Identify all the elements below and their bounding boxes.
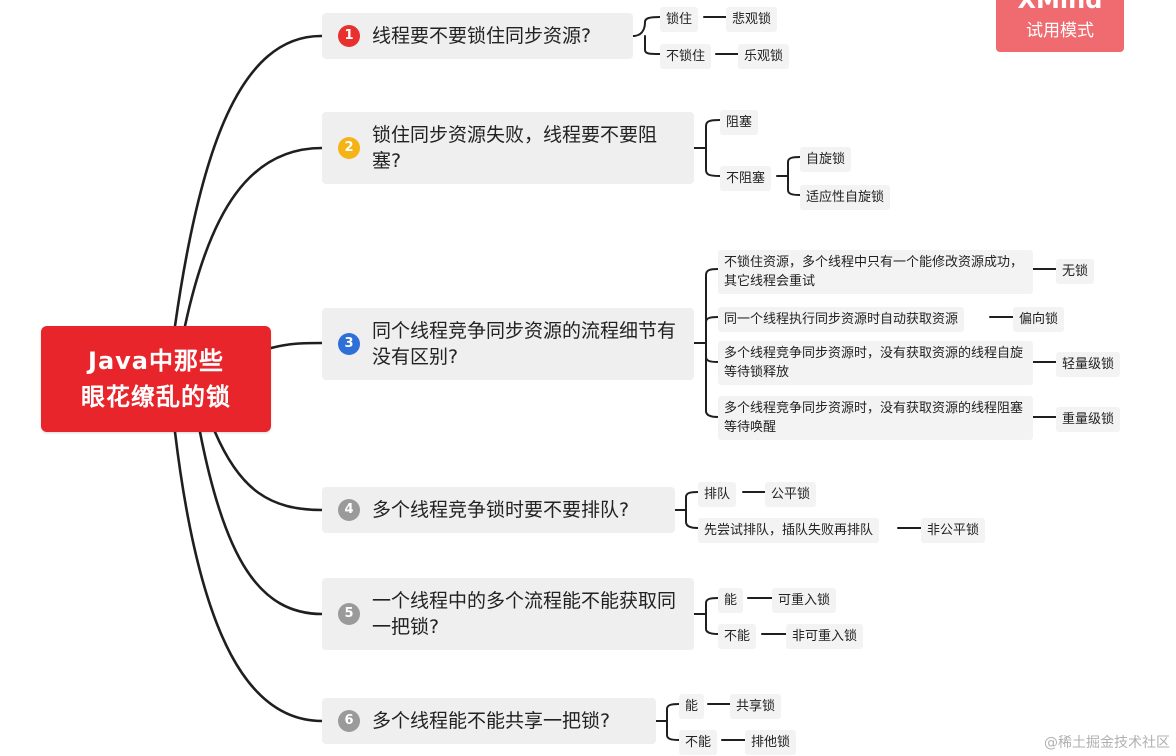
number-badge-3: 3 [338, 333, 360, 355]
q4-result-2[interactable]: 非公平锁 [921, 518, 986, 543]
topic-q2[interactable]: 2 锁住同步资源失败，线程要不要阻塞? [322, 112, 694, 184]
connector-q5-brace [693, 597, 719, 635]
q3-answer-3[interactable]: 多个线程竞争同步资源时，没有获取资源的线程自旋等待锁释放 [718, 341, 1033, 385]
q1-answer-1[interactable]: 锁住 [660, 7, 699, 32]
topic-q4[interactable]: 4 多个线程竞争锁时要不要排队? [322, 487, 675, 533]
connector-root-q6 [173, 430, 324, 723]
number-badge-1: 1 [338, 25, 360, 47]
q3-result-1[interactable]: 无锁 [1056, 259, 1095, 284]
root-topic-line2: 眼花缭乱的锁 [81, 383, 231, 411]
q5-answer-2[interactable]: 不能 [718, 624, 757, 649]
watermark-mode: 试用模式 [1026, 21, 1094, 41]
topic-q6[interactable]: 6 多个线程能不能共享一把锁? [322, 698, 656, 744]
number-badge-6: 6 [338, 710, 360, 732]
topic-q1-text: 线程要不要锁住同步资源? [372, 25, 592, 47]
footer-credit: @稀土掘金技术社区 [1044, 735, 1170, 751]
q1-answer-2[interactable]: 不锁住 [660, 44, 712, 69]
topic-q3-text: 同个线程竞争同步资源的流程细节有没有区别? [372, 320, 677, 368]
q5-result-2[interactable]: 非可重入锁 [786, 624, 864, 649]
q2-answer-2[interactable]: 不阻塞 [720, 166, 772, 191]
q6-answer-2[interactable]: 不能 [679, 730, 718, 755]
topic-q1[interactable]: 1 线程要不要锁住同步资源? [322, 13, 633, 59]
watermark-brand: XMind [1017, 0, 1103, 14]
q5-result-1[interactable]: 可重入锁 [772, 588, 837, 613]
connector-root-q2 [183, 146, 324, 328]
root-topic[interactable]: Java中那些 眼花缭乱的锁 [41, 326, 271, 432]
topic-q5-text: 一个线程中的多个流程能不能获取同一把锁? [372, 590, 677, 638]
connector-q2-brace [693, 119, 721, 177]
q1-result-1[interactable]: 悲观锁 [726, 7, 778, 32]
root-topic-line1: Java中那些 [88, 347, 224, 375]
topic-q6-text: 多个线程能不能共享一把锁? [372, 710, 611, 732]
q3-result-4[interactable]: 重量级锁 [1056, 407, 1121, 432]
connector-q3-brace [693, 268, 719, 418]
number-badge-2: 2 [338, 137, 360, 159]
number-badge-5: 5 [338, 603, 360, 625]
q6-result-1[interactable]: 共享锁 [730, 694, 782, 719]
connector-root-q4 [213, 430, 324, 512]
q3-result-3[interactable]: 轻量级锁 [1056, 352, 1121, 377]
connector-q4-brace [674, 491, 699, 529]
q6-answer-1[interactable]: 能 [679, 694, 705, 719]
q3-answer-4[interactable]: 多个线程竞争同步资源时，没有获取资源的线程阻塞等待唤醒 [718, 396, 1033, 440]
connector-q1-brace [632, 16, 661, 55]
topic-q3[interactable]: 3 同个线程竞争同步资源的流程细节有没有区别? [322, 308, 694, 380]
xmind-trial-watermark: XMind 试用模式 [996, 0, 1124, 52]
q4-result-1[interactable]: 公平锁 [765, 482, 817, 507]
q5-answer-1[interactable]: 能 [718, 588, 744, 613]
q2-result-2a[interactable]: 自旋锁 [800, 147, 852, 172]
q3-answer-2[interactable]: 同一个线程执行同步资源时自动获取资源 [718, 307, 965, 332]
topic-q4-text: 多个线程竞争锁时要不要排队? [372, 499, 630, 521]
connector-q6-brace [655, 703, 680, 741]
q4-answer-1[interactable]: 排队 [698, 482, 737, 507]
q6-result-2[interactable]: 排他锁 [745, 730, 797, 755]
q2-answer-1[interactable]: 阻塞 [720, 110, 759, 135]
connector-q2-sub-brace [776, 156, 801, 196]
topic-q5[interactable]: 5 一个线程中的多个流程能不能获取同一把锁? [322, 578, 694, 650]
q3-answer-1[interactable]: 不锁住资源，多个线程中只有一个能修改资源成功，其它线程会重试 [718, 250, 1033, 294]
connector-root-q3 [269, 341, 324, 350]
q4-answer-2[interactable]: 先尝试排队，插队失败再排队 [698, 518, 880, 543]
connector-root-q1 [173, 34, 324, 328]
number-badge-4: 4 [338, 499, 360, 521]
connector-root-q5 [198, 430, 324, 616]
q3-result-2[interactable]: 偏向锁 [1013, 307, 1065, 332]
q2-result-2b[interactable]: 适应性自旋锁 [800, 185, 891, 210]
q1-result-2[interactable]: 乐观锁 [738, 44, 790, 69]
topic-q2-text: 锁住同步资源失败，线程要不要阻塞? [372, 124, 658, 172]
